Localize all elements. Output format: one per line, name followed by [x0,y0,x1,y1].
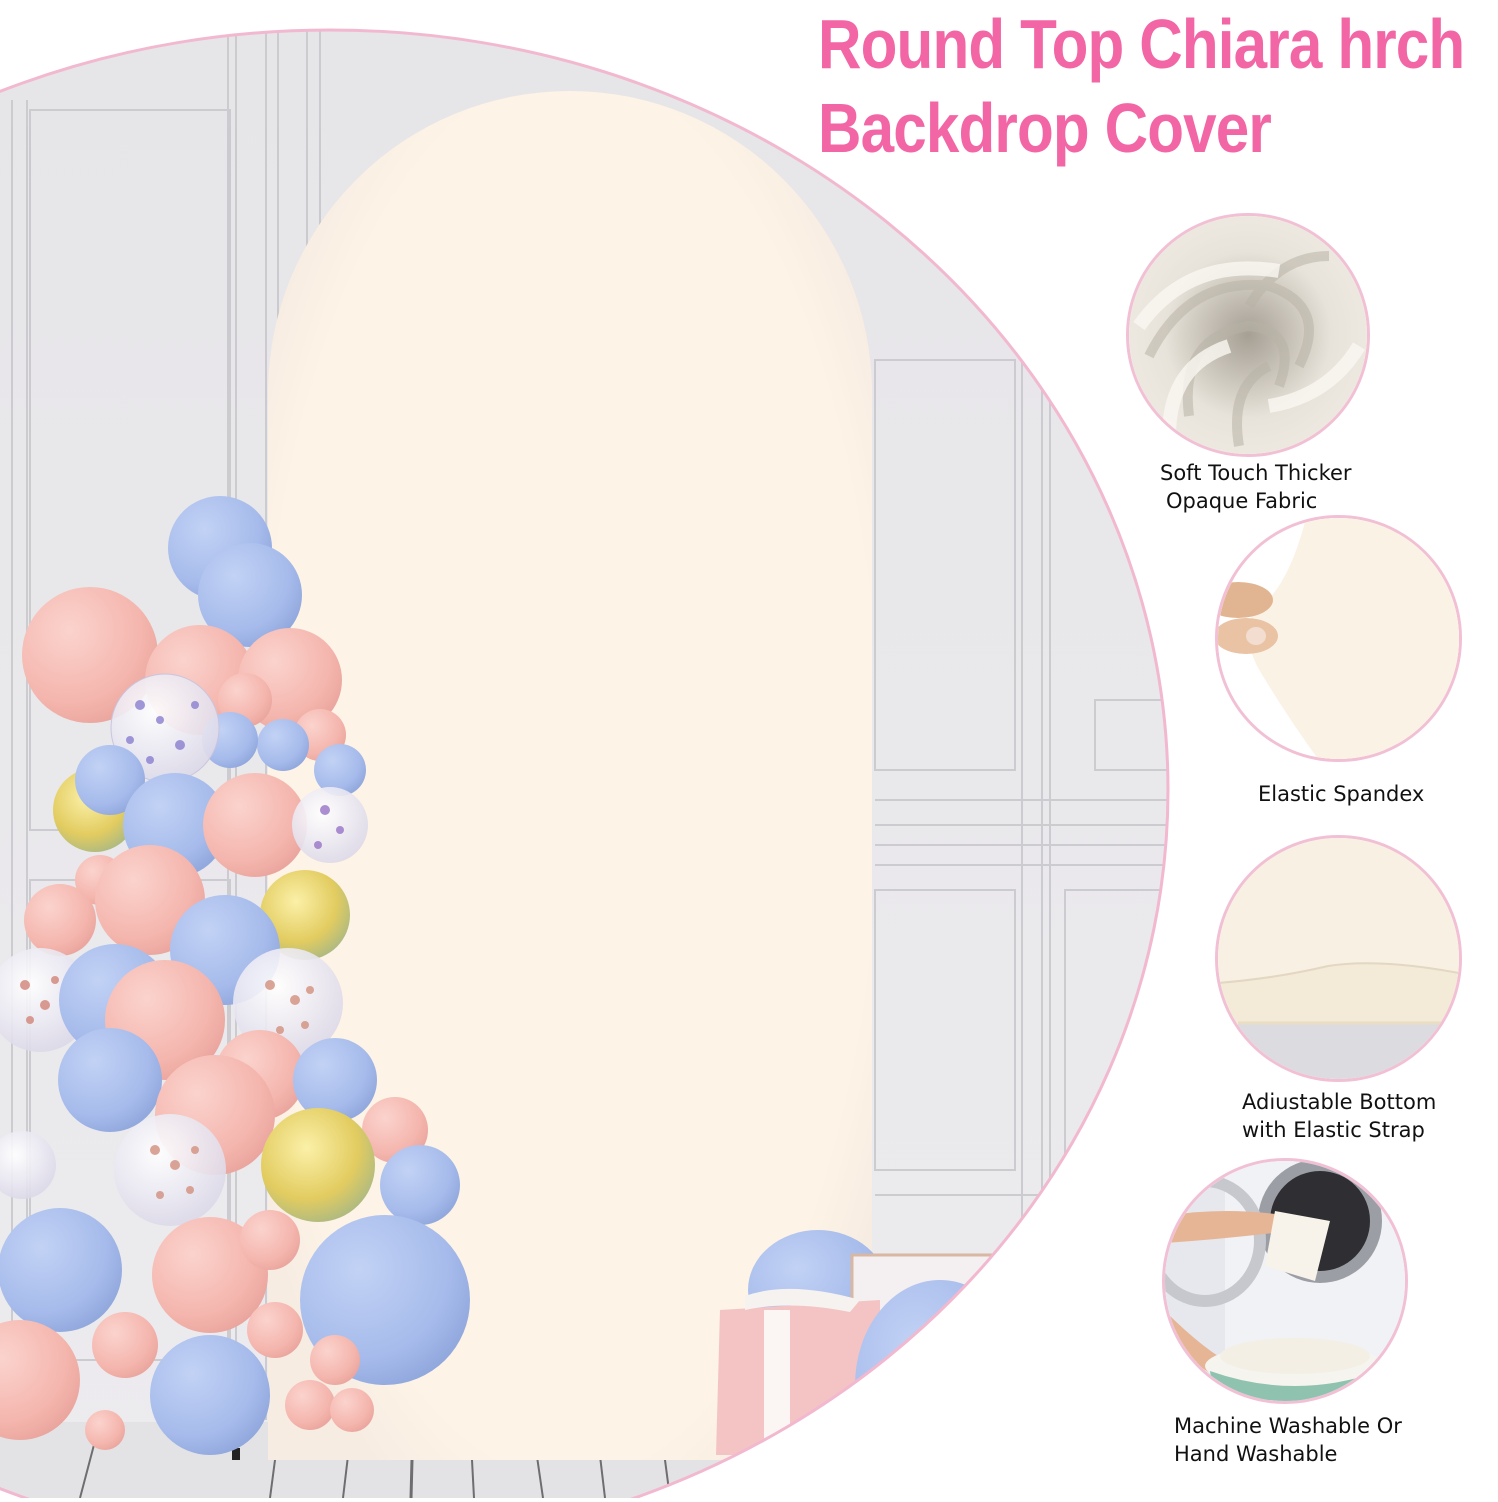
product-title: Round Top Chiara hrch Backdrop Cover [818,2,1465,170]
stretched-fabric-icon [1218,518,1459,759]
feature-caption-line-1: Machine Washable Or [1174,1414,1402,1438]
feature-caption-line-1: Soft Touch Thicker [1160,461,1352,485]
feature-caption-washable: Machine Washable Or Hand Washable [1174,1412,1402,1468]
title-line-2: Backdrop Cover [818,89,1272,167]
fabric-hem-icon [1218,838,1459,1079]
feature-caption-line-2: Opaque Fabric [1166,489,1318,513]
feature-image-elastic [1215,515,1462,762]
feature-caption-line-2: with Elastic Strap [1242,1118,1425,1142]
feature-image-washable [1162,1158,1408,1404]
frame-border [0,28,1170,1502]
feature-caption-line-1: Adiustable Bottom [1242,1090,1437,1114]
feature-caption-adjustable-bottom: Adiustable Bottom with Elastic Strap [1242,1088,1436,1144]
title-line-1: Round Top Chiara hrch [818,5,1465,83]
feature-caption-soft-touch: Soft Touch Thicker Opaque Fabric [1160,459,1352,515]
feature-caption-line-2: Hand Washable [1174,1442,1338,1466]
balloon-garland [0,496,470,1455]
fabric-swirl-icon [1129,216,1367,454]
feature-image-soft-touch [1126,213,1370,457]
gift-box [716,1230,1025,1490]
washing-machine-icon [1165,1161,1405,1401]
feature-caption-line-1: Elastic Spandex [1258,782,1425,806]
feature-image-adjustable-bottom [1215,835,1462,1082]
feature-caption-elastic: Elastic Spandex [1258,780,1424,808]
